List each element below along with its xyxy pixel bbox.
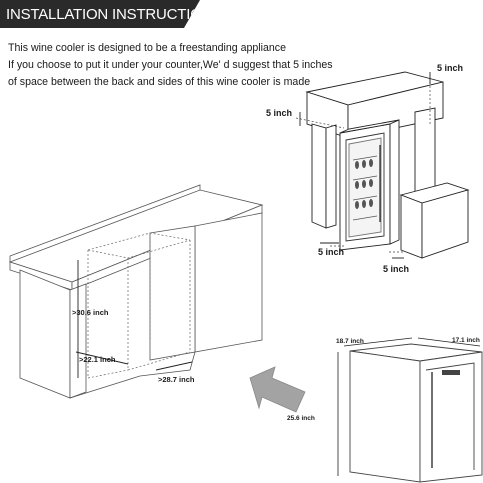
clearance-right-label: 5 inch — [383, 264, 409, 274]
unit-depth-label: 17.1 inch — [452, 337, 480, 344]
title-banner: INSTALLATION INSTRUCTIONS — [0, 0, 200, 28]
unit-height-label: 25.6 inch — [287, 415, 315, 422]
counter-depth-label: >22.1 inch — [79, 355, 116, 364]
intro-line-2: If you choose to put it under your count… — [8, 59, 333, 71]
intro-line-1: This wine cooler is designed to be a fre… — [8, 42, 286, 54]
counter-width-label: >28.7 inch — [158, 375, 195, 384]
clearance-left-label: 5 inch — [318, 247, 344, 257]
intro-line-3: of space between the back and sides of t… — [8, 76, 311, 88]
counter-height-label: >30.6 inch — [72, 308, 109, 317]
page-title: INSTALLATION INSTRUCTIONS — [6, 6, 223, 23]
clearance-top-label: 5 inch — [437, 63, 463, 73]
clearance-back-label: 5 inch — [266, 108, 292, 118]
clearance-diagram — [295, 71, 470, 259]
direction-arrow — [249, 366, 306, 413]
unit-diagram — [337, 337, 483, 483]
unit-width-label: 18.7 inch — [336, 338, 364, 345]
counter-diagram — [8, 184, 264, 399]
